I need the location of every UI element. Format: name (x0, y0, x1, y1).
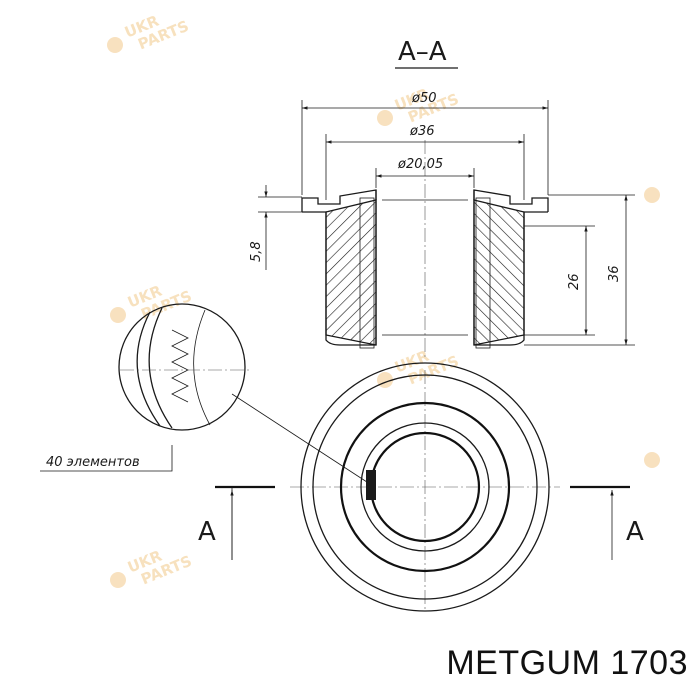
brand-name: METGUM (446, 644, 601, 682)
flange-circle (312, 374, 538, 600)
dim-label-d20: ø20,05 (397, 157, 443, 172)
gear-icon (107, 37, 123, 53)
detail-circle (118, 303, 246, 431)
outer-circle (300, 362, 550, 612)
watermark-4: UKR PARTS (377, 347, 461, 388)
sleeve-circle (360, 422, 490, 552)
detail-arc-3 (193, 309, 211, 426)
plan-view: A A (198, 362, 644, 612)
watermark-5: UKR PARTS (110, 547, 194, 588)
part-caption: METGUM 1703 (446, 644, 688, 683)
detail-arc-1 (136, 311, 161, 427)
gear-icon (110, 307, 126, 323)
element-marker (366, 470, 376, 500)
detail-leader (231, 393, 371, 485)
right-wall (473, 199, 525, 346)
left-sleeve (359, 197, 375, 349)
gear-icon (377, 110, 393, 126)
detail-elements (171, 329, 189, 403)
gear-icon (644, 187, 660, 203)
left-flange (301, 189, 377, 212)
dim-label-h36: 36 (607, 265, 622, 282)
detail-arc-2 (148, 307, 173, 429)
watermark-3: UKR PARTS (110, 282, 194, 323)
cut-mark-left: A (198, 517, 216, 547)
gear-icon (644, 452, 660, 468)
watermark-group: UKR PARTS UKR PARTS UKR PARTS UKR PARTS … (107, 12, 660, 588)
cut-mark-right: A (626, 517, 644, 547)
dim-label-d50: ø50 (411, 91, 437, 106)
watermark-1: UKR PARTS (107, 12, 191, 53)
right-sleeve (475, 197, 491, 349)
right-flange (473, 189, 549, 212)
dim-label-h26: 26 (567, 273, 582, 290)
left-flange-lip (302, 211, 376, 346)
detail-label: 40 элементов (46, 455, 140, 470)
detail-label-underline (40, 445, 173, 472)
left-wall (325, 199, 377, 346)
gear-icon (110, 572, 126, 588)
cross-section-view: ø50 ø36 ø20,05 5,8 26 36 (249, 91, 635, 360)
section-title: A–A (398, 37, 447, 67)
dim-label-d36: ø36 (409, 124, 435, 139)
detail-callout: 40 элементов (40, 303, 371, 485)
dim-label-h58: 5,8 (249, 241, 264, 262)
part-number: 1703 (610, 644, 688, 682)
body-circle (339, 401, 511, 573)
right-flange-lip (474, 211, 548, 346)
